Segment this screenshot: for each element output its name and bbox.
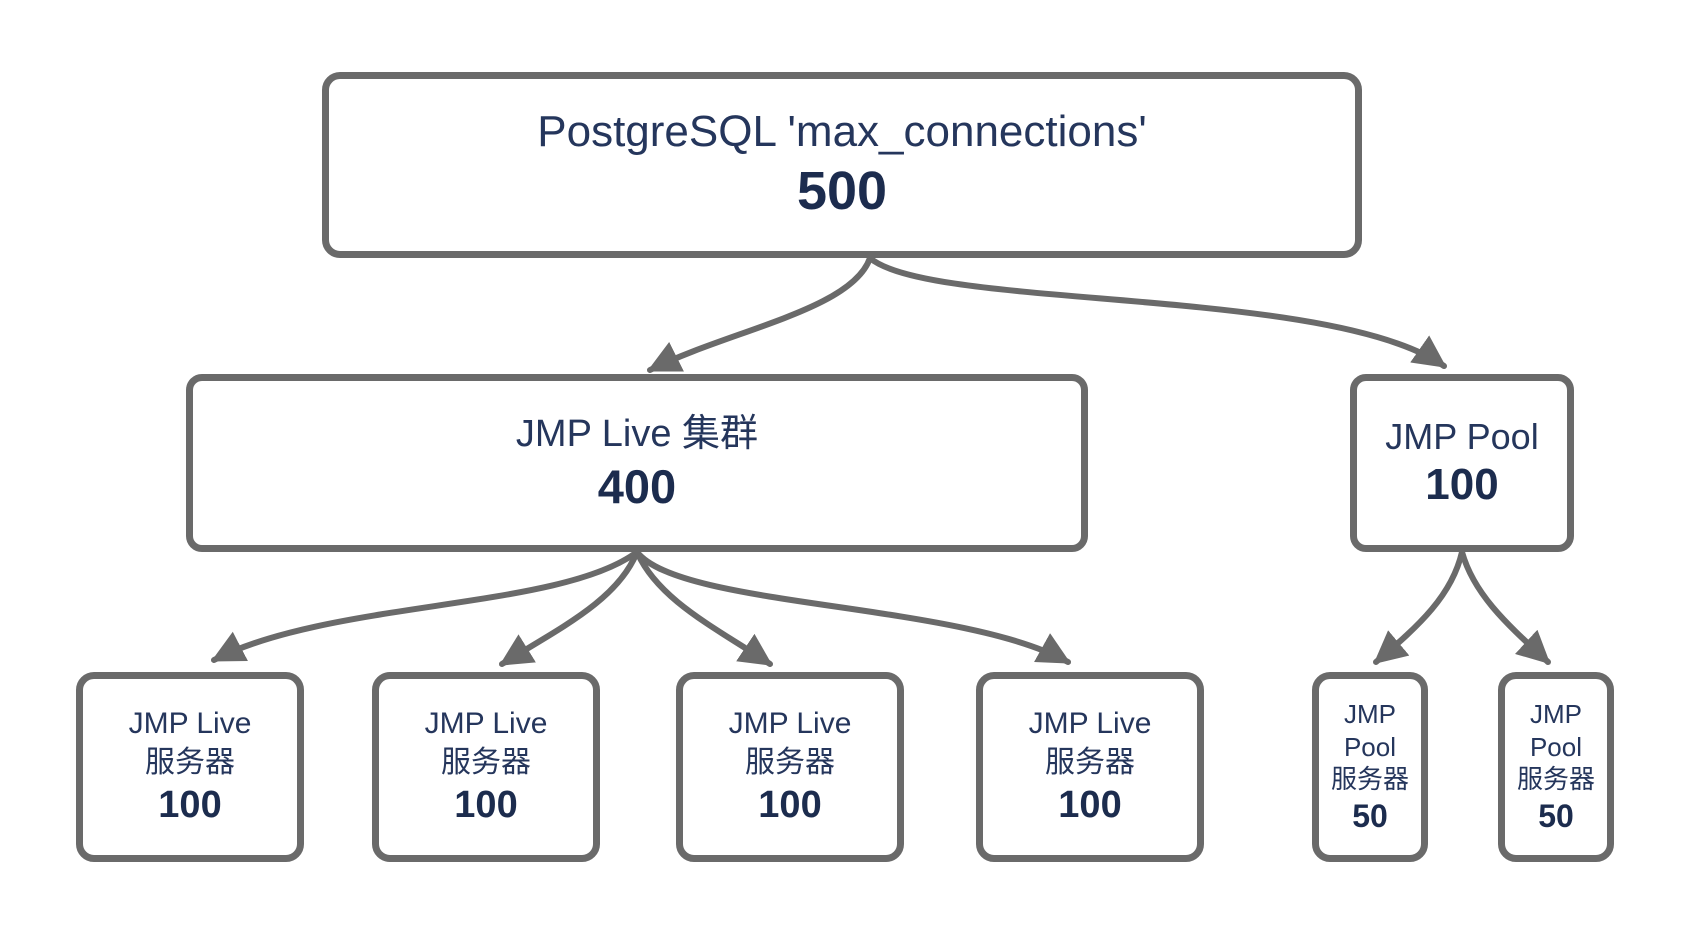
node-label: Pool — [1343, 731, 1397, 762]
node-value: 100 — [1425, 460, 1499, 510]
node-label: 服务器 — [441, 746, 531, 780]
node-value: 500 — [796, 161, 888, 221]
jmp-live-server-box: JMP Live 服务器 100 — [676, 672, 904, 862]
node-label: JMP Live 集群 — [515, 413, 759, 456]
node-value: 50 — [1352, 797, 1388, 834]
node-value: 50 — [1538, 797, 1574, 834]
node-label: JMP Live — [424, 707, 548, 741]
edge-cluster-to-live-server-1 — [211, 549, 640, 663]
edge-root-to-cluster — [647, 255, 873, 373]
node-value: 400 — [597, 459, 677, 513]
node-value: 100 — [758, 784, 822, 827]
jmp-pool-box: JMP Pool 100 — [1350, 374, 1574, 552]
node-label: 服务器 — [1045, 746, 1135, 780]
jmp-live-server-box: JMP Live 服务器 100 — [976, 672, 1204, 862]
edge-cluster-to-live-server-2 — [499, 549, 640, 667]
node-label: 服务器 — [145, 746, 235, 780]
node-label: JMP — [1344, 699, 1396, 730]
edge-root-to-pool — [867, 255, 1447, 369]
jmp-live-cluster-box: JMP Live 集群 400 — [186, 374, 1088, 552]
jmp-live-server-box: JMP Live 服务器 100 — [76, 672, 304, 862]
jmp-pool-server-box: JMP Pool 服务器 50 — [1498, 672, 1614, 862]
node-label: JMP Live — [728, 707, 852, 741]
node-value: 100 — [158, 784, 222, 827]
node-label: JMP Pool — [1385, 416, 1539, 458]
jmp-pool-server-box: JMP Pool 服务器 50 — [1312, 672, 1428, 862]
node-value: 100 — [1058, 784, 1122, 827]
node-label: JMP Live — [1028, 707, 1152, 741]
node-label: 服务器 — [1516, 764, 1595, 795]
edge-cluster-to-live-server-4 — [634, 549, 1071, 665]
node-label: PostgreSQL 'max_connections' — [537, 107, 1147, 157]
edge-cluster-to-live-server-3 — [634, 549, 773, 667]
jmp-live-server-box: JMP Live 服务器 100 — [372, 672, 600, 862]
node-label: 服务器 — [1330, 764, 1409, 795]
node-label: 服务器 — [745, 746, 835, 780]
edge-pool-to-pool-server-2 — [1459, 549, 1551, 665]
postgresql-max-connections-box: PostgreSQL 'max_connections' 500 — [322, 72, 1362, 258]
node-label: Pool — [1529, 731, 1583, 762]
node-value: 100 — [454, 784, 518, 827]
node-label: JMP — [1530, 699, 1582, 730]
node-label: JMP Live — [128, 707, 252, 741]
edge-pool-to-pool-server-1 — [1373, 549, 1465, 665]
